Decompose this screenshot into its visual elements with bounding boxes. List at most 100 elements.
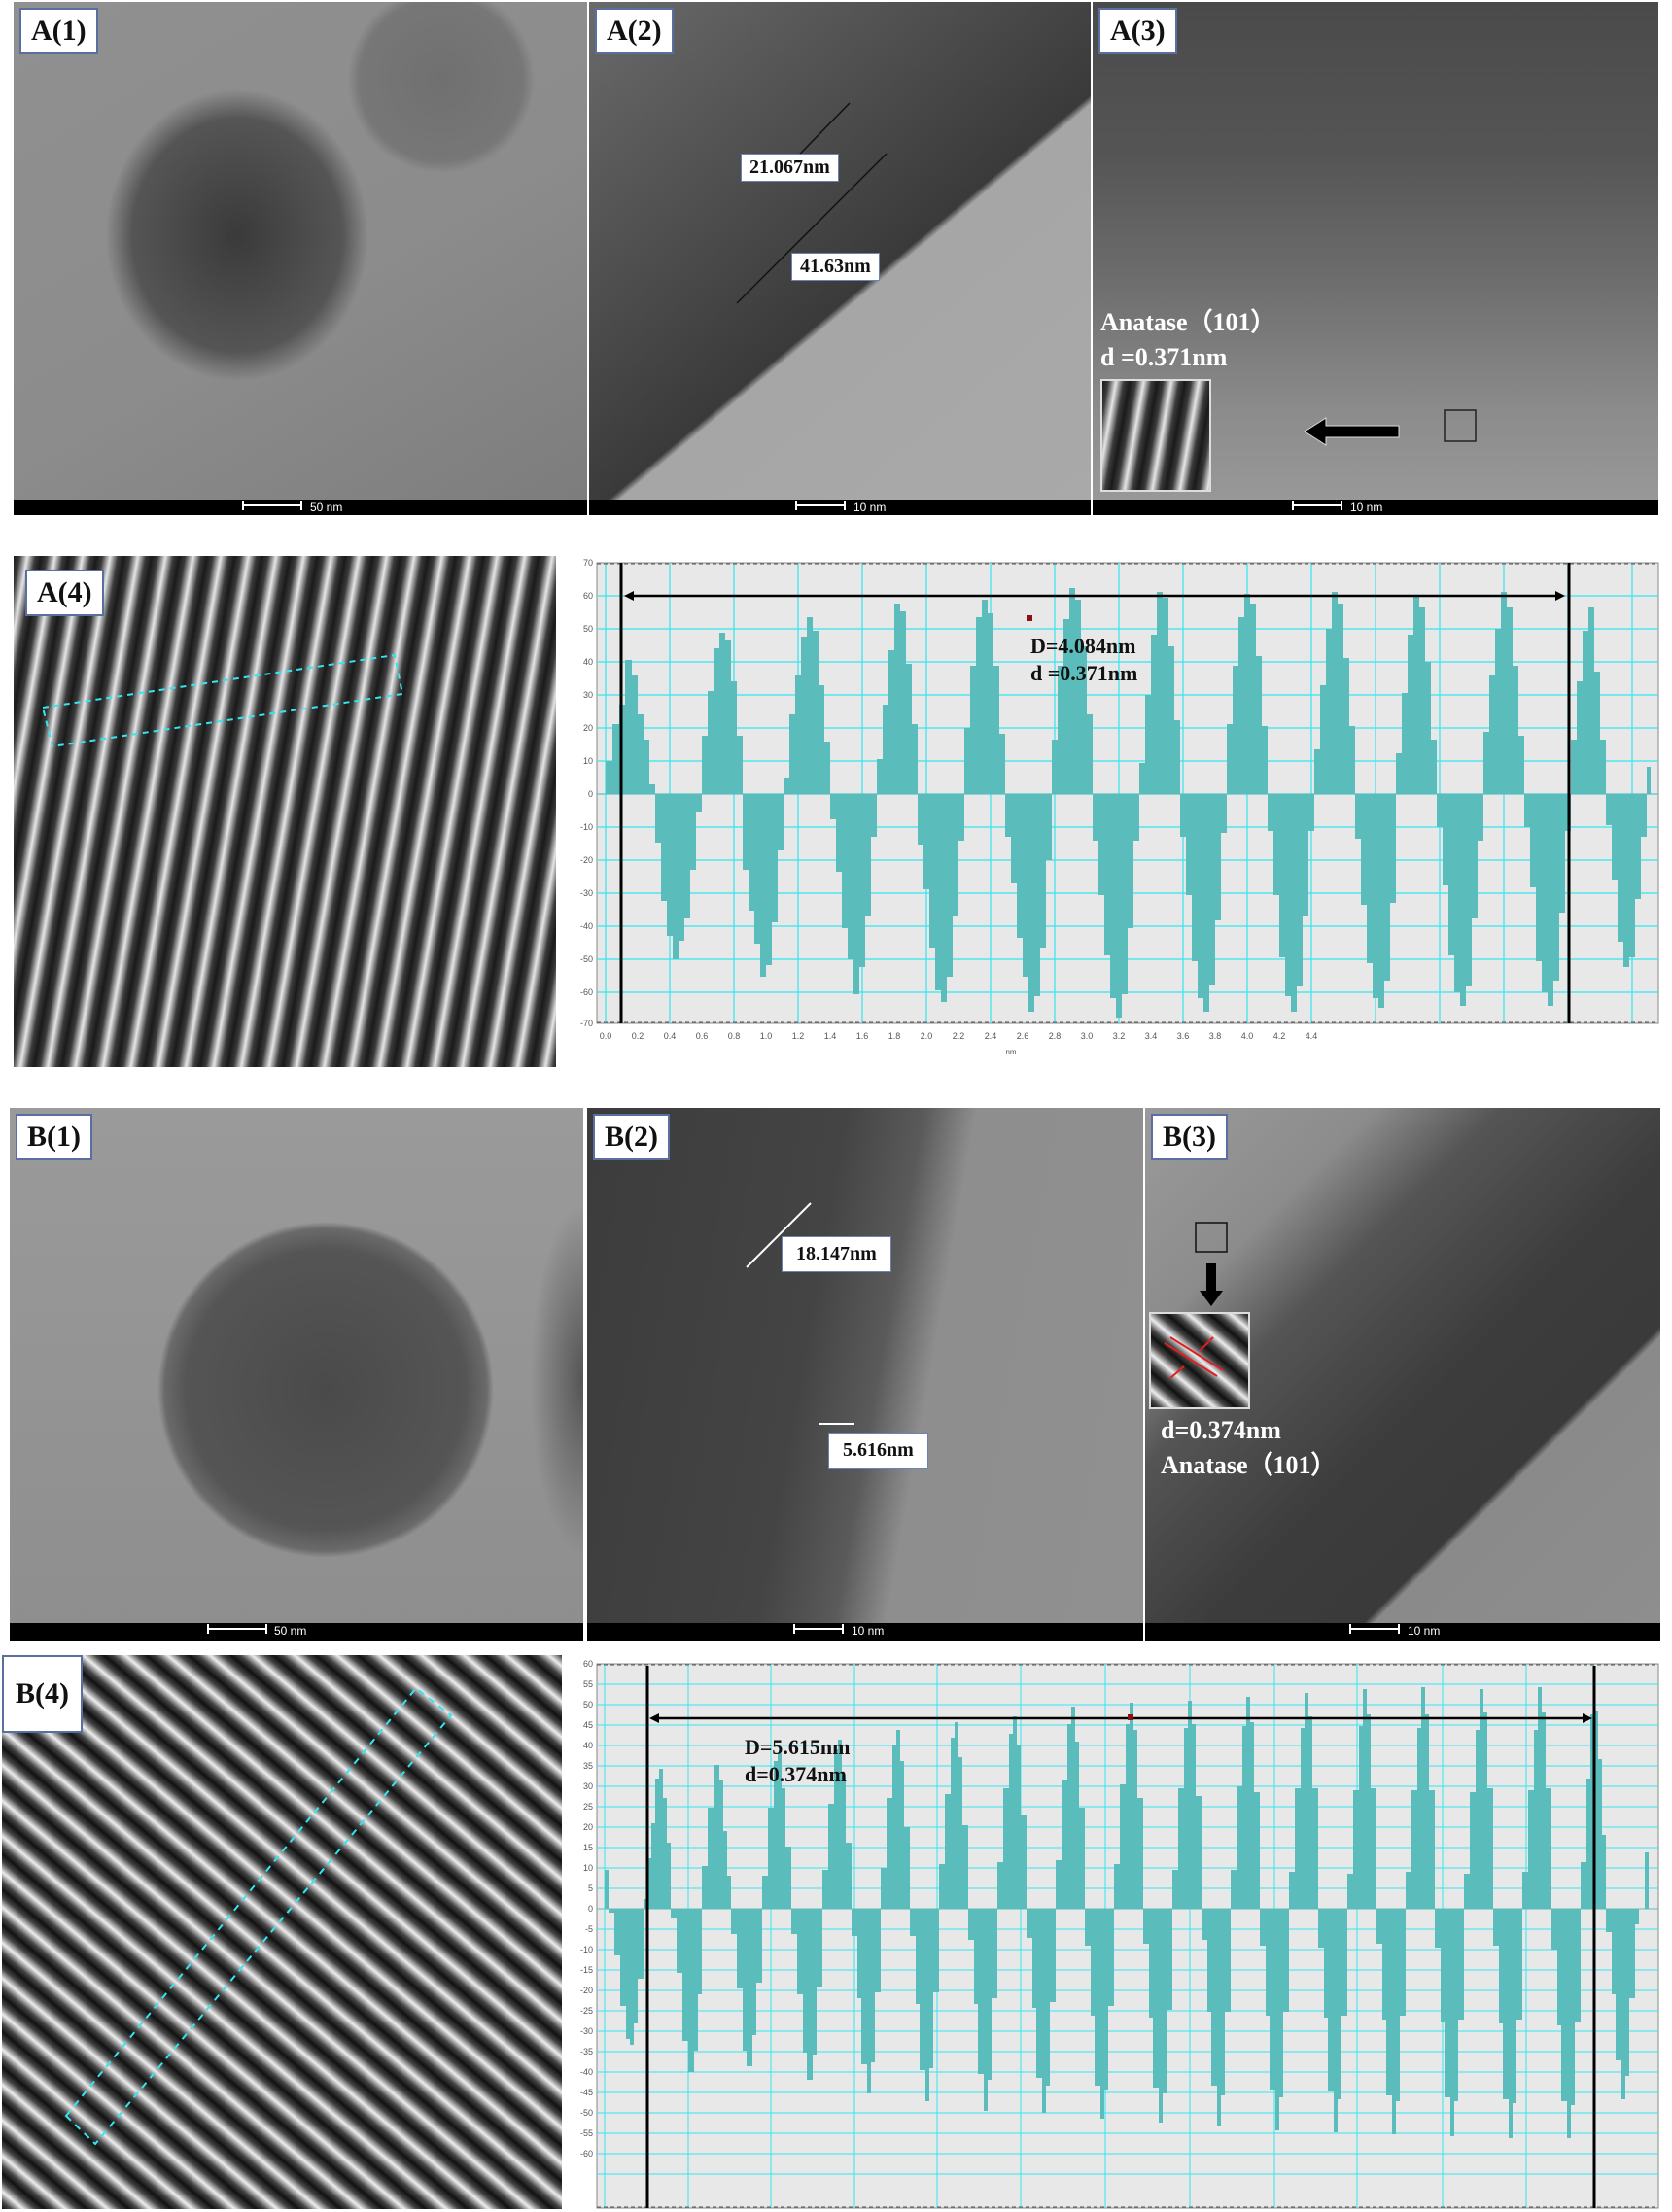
anatase-annotation: Anatase（101）: [1100, 308, 1276, 336]
svg-text:-20: -20: [580, 1986, 593, 1995]
svg-text:70: 70: [583, 558, 593, 568]
svg-text:-10: -10: [580, 822, 593, 832]
svg-text:-40: -40: [580, 921, 593, 931]
roi-square: [1195, 1222, 1228, 1253]
scale-bar: 50 nm: [10, 1623, 583, 1641]
svg-text:2.4: 2.4: [985, 1031, 997, 1041]
svg-text:3.6: 3.6: [1177, 1031, 1190, 1041]
anatase-annotation: Anatase（101）: [1161, 1451, 1337, 1479]
measurement-label: 21.067nm: [741, 154, 839, 182]
y-axis-ticks: 605550454035302520151050-5-10-15-20-25-3…: [580, 1659, 593, 2159]
svg-text:3.2: 3.2: [1113, 1031, 1126, 1041]
svg-text:0.0: 0.0: [600, 1031, 612, 1041]
arrow-and-roi: [1304, 409, 1477, 446]
svg-text:60: 60: [583, 591, 593, 601]
scale-bar-text: 50 nm: [310, 501, 343, 514]
scale-bar-text: 50 nm: [274, 1624, 307, 1638]
panel-label: A(3): [1098, 8, 1177, 54]
svg-text:30: 30: [583, 1781, 593, 1791]
scale-bar-text: 10 nm: [1350, 501, 1383, 514]
panel-b4-ifft-fringe-image: B(4): [2, 1655, 562, 2209]
svg-text:-30: -30: [580, 2026, 593, 2036]
svg-text:-40: -40: [580, 2067, 593, 2077]
panel-a2-tem-image: A(2) 21.067nm 41.63nm 10 nm: [589, 2, 1091, 515]
svg-text:-10: -10: [580, 1945, 593, 1954]
measurement-label: 5.616nm: [828, 1433, 928, 1469]
down-arrow-icon: [1200, 1263, 1223, 1306]
svg-text:20: 20: [583, 723, 593, 733]
d-spacing-annotation: d =0.371nm: [1100, 343, 1228, 371]
scale-bar-text: 10 nm: [1408, 1624, 1441, 1638]
scale-bar: 10 nm: [587, 1623, 1143, 1641]
svg-text:nm: nm: [1005, 1048, 1016, 1056]
svg-text:4.2: 4.2: [1273, 1031, 1286, 1041]
roi-dashed-box: [64, 1686, 453, 2146]
scale-bar: 10 nm: [589, 500, 1091, 515]
svg-text:-15: -15: [580, 1965, 593, 1975]
svg-text:0: 0: [588, 1904, 593, 1914]
svg-text:2.8: 2.8: [1049, 1031, 1062, 1041]
panel-label: A(1): [19, 8, 98, 54]
spacing-annotation: d=0.374nm: [745, 1762, 847, 1786]
svg-text:4.4: 4.4: [1306, 1031, 1318, 1041]
cursor-marker: [1027, 615, 1032, 621]
distance-annotation: D=5.615nm: [745, 1735, 851, 1759]
hrtem-inset: [1149, 1312, 1250, 1409]
svg-text:25: 25: [583, 1802, 593, 1812]
svg-text:0.6: 0.6: [696, 1031, 709, 1041]
d-spacing-annotation: d=0.374nm: [1161, 1416, 1281, 1444]
svg-text:0.4: 0.4: [664, 1031, 677, 1041]
svg-text:1.2: 1.2: [792, 1031, 805, 1041]
svg-text:-50: -50: [580, 954, 593, 964]
profile-plot-svg: 605550454035302520151050-5-10-15-20-25-3…: [580, 1659, 1659, 2209]
scale-bar-text: 10 nm: [853, 501, 887, 514]
roi-dashed-box: [41, 653, 404, 748]
svg-text:1.6: 1.6: [856, 1031, 869, 1041]
profile-bars: [605, 1707, 1114, 2119]
svg-text:-30: -30: [580, 888, 593, 898]
scale-bar: 50 nm: [14, 500, 587, 515]
pointer-arrow-icon: [1304, 417, 1400, 446]
panel-a4-ifft-fringe-image: A(4): [14, 556, 556, 1067]
profile-bars-right: [1114, 1687, 1649, 2138]
svg-text:55: 55: [583, 1679, 593, 1689]
svg-text:-60: -60: [580, 2149, 593, 2159]
scale-bar: 10 nm: [1145, 1623, 1660, 1641]
svg-text:-45: -45: [580, 2088, 593, 2097]
panel-a3-tem-image: A(3) Anatase（101） d =0.371nm 10 nm: [1093, 2, 1658, 515]
panel-label: B(4): [2, 1655, 83, 1733]
roi-and-arrow: [1195, 1222, 1228, 1306]
svg-text:50: 50: [583, 1700, 593, 1710]
svg-text:1.4: 1.4: [824, 1031, 837, 1041]
svg-text:-20: -20: [580, 855, 593, 865]
profile-bars: [606, 588, 1093, 1012]
svg-text:45: 45: [583, 1720, 593, 1730]
svg-text:-25: -25: [580, 2006, 593, 2016]
svg-text:15: 15: [583, 1843, 593, 1852]
panel-a1-tem-image: A(1) 50 nm: [14, 2, 587, 515]
svg-text:-55: -55: [580, 2128, 593, 2138]
svg-text:2.6: 2.6: [1017, 1031, 1029, 1041]
panel-b1-tem-image: B(1) 50 nm: [10, 1108, 583, 1641]
panel-label: B(2): [593, 1114, 670, 1160]
svg-text:1.8: 1.8: [888, 1031, 901, 1041]
svg-text:0.8: 0.8: [728, 1031, 741, 1041]
svg-text:3.0: 3.0: [1081, 1031, 1094, 1041]
lattice-marker-lines: [1164, 1336, 1224, 1379]
panel-label: A(2): [595, 8, 674, 54]
profile-bars-right: [1093, 592, 1651, 1018]
svg-text:2.2: 2.2: [953, 1031, 965, 1041]
measurement-label: 41.63nm: [791, 253, 880, 281]
svg-text:10: 10: [583, 1863, 593, 1873]
distance-annotation: D=4.084nm: [1030, 634, 1136, 658]
panel-b2-tem-image: B(2) 18.147nm 5.616nm 10 nm: [587, 1108, 1143, 1641]
roi-square: [1444, 409, 1477, 442]
svg-text:-70: -70: [580, 1019, 593, 1028]
svg-text:4.0: 4.0: [1241, 1031, 1254, 1041]
svg-text:-35: -35: [580, 2047, 593, 2056]
panel-b3-tem-image: B(3) d=0.374nm Anatase（101） 10 nm: [1145, 1108, 1660, 1641]
svg-text:60: 60: [583, 1659, 593, 1669]
svg-text:50: 50: [583, 624, 593, 634]
measurement-arrows: [746, 1202, 854, 1425]
